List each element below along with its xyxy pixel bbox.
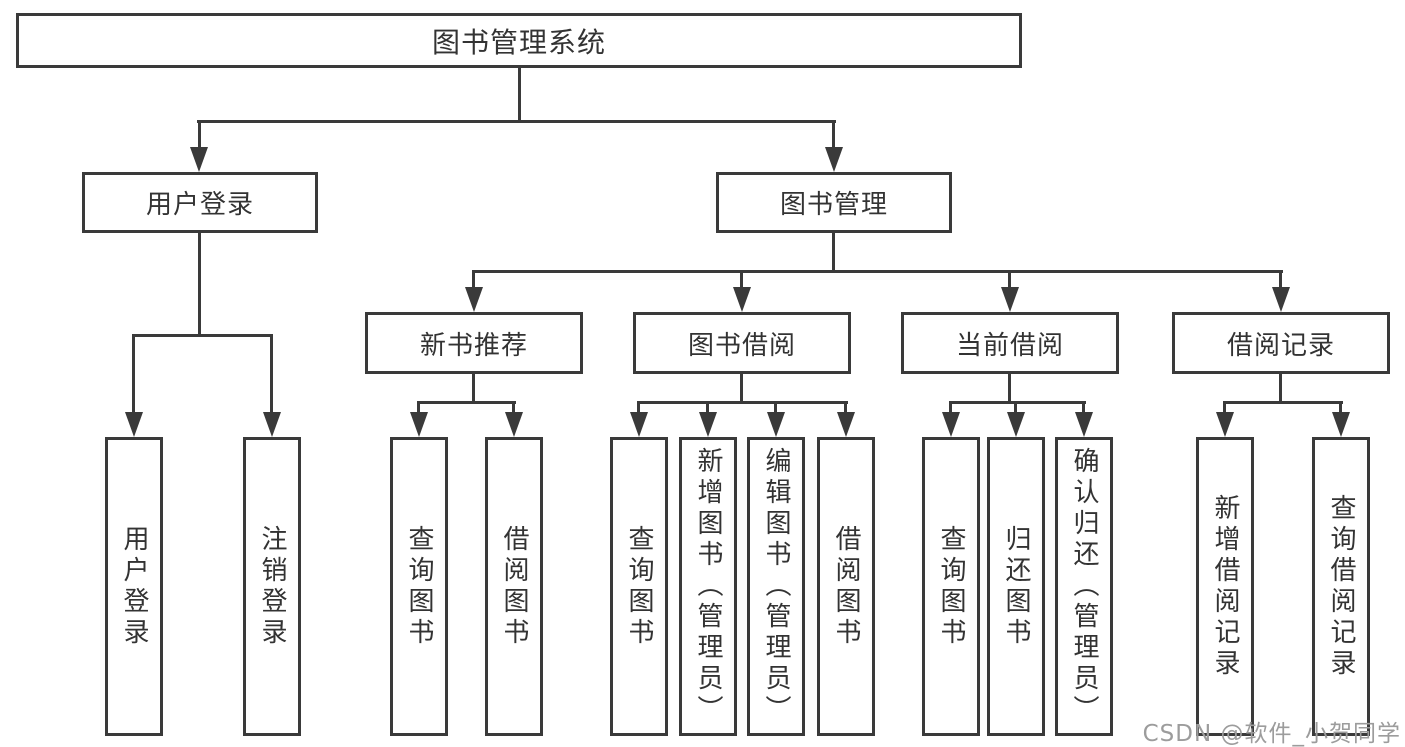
arrow-down-current-borrow bbox=[1001, 287, 1019, 312]
leaf-records-query-record: 查询借阅记录 bbox=[1312, 437, 1370, 736]
connector-records-crossbar bbox=[1223, 401, 1343, 404]
arrow-down-leaf-login bbox=[125, 412, 143, 437]
connector-drop-bb-query bbox=[637, 401, 640, 412]
leaf-label: 确认归还（管理员） bbox=[1069, 447, 1099, 726]
arrow-down-rec-query bbox=[1332, 412, 1350, 437]
arrow-down-recommend-borrow bbox=[505, 412, 523, 437]
leaf-label: 编辑图书（管理员） bbox=[761, 447, 791, 726]
node-library-management-system: 图书管理系统 bbox=[16, 13, 1022, 68]
arrow-down-recommend-query bbox=[410, 412, 428, 437]
leaf-current-return-books: 归还图书 bbox=[987, 437, 1045, 736]
connector-user-login-crossbar bbox=[132, 334, 273, 337]
connector-current-stem bbox=[1008, 374, 1011, 403]
leaf-label: 查询图书 bbox=[624, 524, 654, 649]
leaf-label: 新增借阅记录 bbox=[1210, 493, 1240, 680]
leaf-recommend-query-books: 查询图书 bbox=[390, 437, 448, 736]
connector-recommend-stem bbox=[472, 374, 475, 403]
arrow-down-bb-borrow bbox=[837, 412, 855, 437]
node-book-management: 图书管理 bbox=[716, 172, 952, 233]
connector-drop-recommend-borrow bbox=[512, 401, 515, 412]
connector-bookborrow-stem bbox=[740, 374, 743, 403]
arrow-down-new-book-recommend bbox=[465, 287, 483, 312]
leaf-recommend-borrow-books: 借阅图书 bbox=[485, 437, 543, 736]
connector-root-stem bbox=[518, 68, 521, 122]
arrow-down-cb-return bbox=[1007, 412, 1025, 437]
leaf-label: 查询图书 bbox=[404, 524, 434, 649]
connector-drop-book-borrow bbox=[740, 270, 743, 288]
connector-current-crossbar bbox=[949, 401, 1086, 404]
connector-book-management-stem bbox=[832, 233, 835, 272]
node-label: 当前借阅 bbox=[955, 330, 1064, 361]
leaf-label: 新增图书（管理员） bbox=[693, 447, 723, 726]
arrow-down-bb-add bbox=[699, 412, 717, 437]
leaf-borrow-edit-books-admin: 编辑图书（管理员） bbox=[747, 437, 805, 736]
connector-drop-cb-return bbox=[1014, 401, 1017, 412]
node-label: 用户登录 bbox=[145, 190, 254, 220]
connector-drop-recommend-query bbox=[417, 401, 420, 412]
node-user-login: 用户登录 bbox=[82, 172, 318, 233]
arrow-down-rec-add bbox=[1216, 412, 1234, 437]
leaf-current-confirm-return-admin: 确认归还（管理员） bbox=[1055, 437, 1113, 736]
arrow-down-cb-query bbox=[942, 412, 960, 437]
leaf-borrow-add-books-admin: 新增图书（管理员） bbox=[679, 437, 737, 736]
node-new-book-recommend: 新书推荐 bbox=[365, 312, 583, 374]
node-current-borrow: 当前借阅 bbox=[901, 312, 1119, 374]
node-label: 借阅记录 bbox=[1226, 330, 1335, 361]
connector-recommend-crossbar bbox=[417, 401, 516, 404]
connector-drop-leaf-logout bbox=[270, 334, 273, 412]
node-label: 图书借阅 bbox=[687, 330, 796, 361]
leaf-borrow-query-books: 查询图书 bbox=[610, 437, 668, 736]
leaf-label: 借阅图书 bbox=[499, 524, 529, 649]
arrow-down-bb-edit bbox=[767, 412, 785, 437]
node-label: 图书管理 bbox=[779, 190, 888, 220]
connector-bookborrow-crossbar bbox=[637, 401, 848, 404]
leaf-user-login: 用户登录 bbox=[105, 437, 163, 736]
connector-drop-bb-add bbox=[706, 401, 709, 412]
arrow-down-borrow-records bbox=[1272, 287, 1290, 312]
connector-drop-current-borrow bbox=[1008, 270, 1011, 288]
node-label: 新书推荐 bbox=[419, 330, 528, 361]
connector-drop-rec-add bbox=[1223, 401, 1226, 412]
arrow-down-cb-confirm bbox=[1075, 412, 1093, 437]
connector-records-stem bbox=[1279, 374, 1282, 403]
arrow-down-user-login bbox=[190, 147, 208, 172]
node-label: 图书管理系统 bbox=[431, 25, 606, 59]
connector-drop-bb-edit bbox=[774, 401, 777, 412]
connector-drop-new-book-recommend bbox=[472, 270, 475, 288]
leaf-label: 用户登录 bbox=[119, 524, 149, 649]
connector-level3-crossbar bbox=[472, 270, 1283, 273]
leaf-borrow-borrow-books: 借阅图书 bbox=[817, 437, 875, 736]
arrow-down-book-borrow bbox=[733, 287, 751, 312]
connector-drop-user-login bbox=[198, 120, 201, 150]
connector-level2-crossbar bbox=[197, 120, 836, 123]
connector-drop-bb-borrow bbox=[844, 401, 847, 412]
leaf-label: 借阅图书 bbox=[831, 524, 861, 649]
connector-drop-borrow-records bbox=[1279, 270, 1282, 288]
leaf-current-query-books: 查询图书 bbox=[922, 437, 980, 736]
connector-drop-cb-query bbox=[949, 401, 952, 412]
connector-drop-rec-query bbox=[1339, 401, 1342, 412]
connector-drop-book-management bbox=[832, 120, 835, 150]
arrow-down-leaf-logout bbox=[263, 412, 281, 437]
connector-drop-leaf-login bbox=[132, 334, 135, 412]
node-book-borrow: 图书借阅 bbox=[633, 312, 851, 374]
csdn-watermark: CSDN @软件_小贺同学 bbox=[1142, 721, 1401, 747]
arrow-down-bb-query bbox=[630, 412, 648, 437]
node-borrow-records: 借阅记录 bbox=[1172, 312, 1390, 374]
leaf-label: 归还图书 bbox=[1001, 524, 1031, 649]
leaf-records-add-record: 新增借阅记录 bbox=[1196, 437, 1254, 736]
connector-user-login-stem bbox=[198, 233, 201, 336]
connector-drop-cb-confirm bbox=[1082, 401, 1085, 412]
leaf-label: 注销登录 bbox=[257, 524, 287, 649]
arrow-down-book-management bbox=[825, 147, 843, 172]
leaf-label: 查询图书 bbox=[936, 524, 966, 649]
leaf-label: 查询借阅记录 bbox=[1326, 493, 1356, 680]
leaf-logout: 注销登录 bbox=[243, 437, 301, 736]
